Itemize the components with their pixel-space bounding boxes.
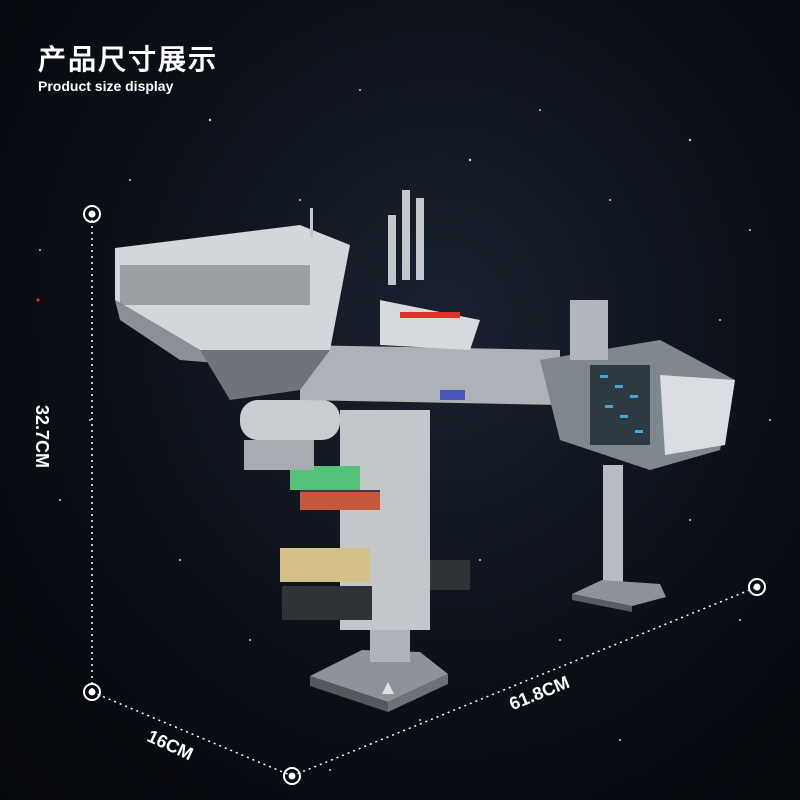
dimension-markers [83, 205, 766, 785]
red-star [36, 298, 40, 302]
spine [300, 345, 560, 405]
engine-section [540, 300, 735, 470]
title-english: Product size display [38, 78, 174, 94]
rear-stand [572, 465, 666, 612]
height-label: 32.7CM [32, 405, 52, 469]
tower [240, 400, 470, 630]
front-hull [115, 190, 480, 400]
dimension-guides [91, 214, 758, 777]
title-chinese: 产品尺寸展示 [38, 43, 219, 76]
starfield [39, 89, 771, 771]
